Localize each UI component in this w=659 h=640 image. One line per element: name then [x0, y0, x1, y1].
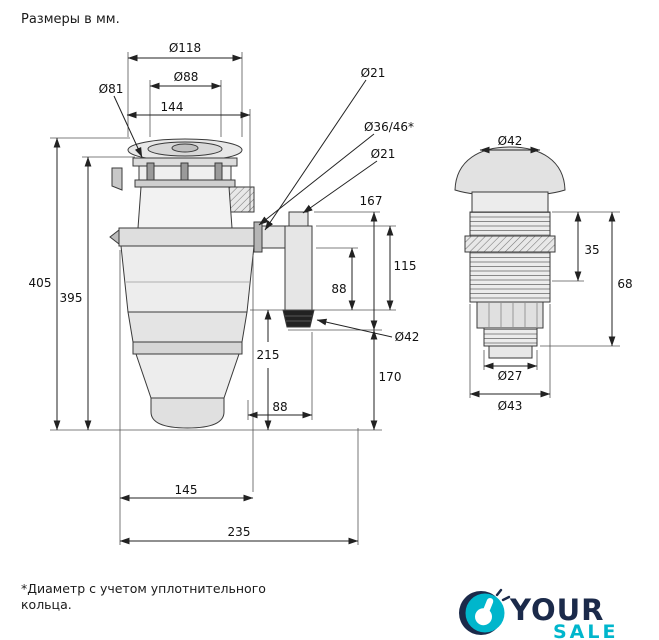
units-note: Размеры в мм. [21, 12, 120, 27]
elbow-downpipe [284, 225, 313, 311]
dimension-labels-main: Ø118 Ø88 Ø81 144 Ø21 Ø36/46* Ø21 167 115… [29, 41, 420, 539]
dim-label-fitting-height: 68 [617, 277, 632, 291]
mount-bolt [146, 162, 155, 183]
dim-label-cap-od: Ø42 [498, 134, 523, 148]
clamp-lug-left [109, 228, 120, 246]
dim-label-elbow-height: 115 [394, 259, 417, 273]
mount-bolt [214, 162, 223, 183]
mount-bracket [111, 167, 123, 191]
bottom-cap [150, 397, 225, 429]
extension-lines-main [50, 52, 396, 545]
dim-label-outlet-seal: Ø36/46* [364, 120, 414, 134]
dim-label-thread-exposed: 35 [584, 243, 599, 257]
fitting-nut [476, 301, 544, 329]
body-upper [120, 245, 255, 313]
fitting-stem [483, 327, 538, 347]
dim-label-inlet-bore: Ø21 [371, 147, 396, 161]
logo-word-your: YOUR [509, 593, 605, 627]
dim-label-flange-width: 144 [161, 100, 184, 114]
fitting-seal-band [464, 235, 556, 253]
body-band [132, 341, 243, 355]
brand-logo-svg: YOUR SALE [459, 588, 618, 640]
dim-label-body-width: 145 [175, 483, 198, 497]
fitting-thread [469, 211, 551, 303]
strainer-cap [171, 143, 199, 153]
dim-label-bottom-clearance: 215 [257, 348, 280, 362]
dim-label-body-height: 395 [60, 291, 83, 305]
dim-label-flange-od: Ø118 [169, 41, 201, 55]
fitting-dome-cap [454, 146, 566, 197]
dim-label-outlet-offset: 88 [272, 400, 287, 414]
footnote-line-2: кольца. [21, 597, 72, 613]
logo-word-sale: SALE [553, 621, 618, 640]
dim-label-hose-od: Ø42 [395, 330, 420, 344]
footnote-line-1: *Диаметр с учетом уплотнительного [21, 581, 266, 596]
dim-label-outlet-bore: Ø21 [361, 66, 386, 80]
footnote: *Диаметр с учетом уплотнительного кольца… [21, 581, 271, 614]
fitting-collar [471, 191, 549, 213]
mount-bolt [180, 162, 189, 183]
body-mid [127, 311, 248, 343]
dim-label-splash-guard: Ø81 [99, 82, 124, 96]
dimension-lines-main [53, 54, 394, 545]
dim-label-flange-id: Ø88 [174, 70, 199, 84]
outlet-gasket [253, 221, 263, 253]
body-lower [135, 353, 240, 399]
dim-label-thread-od: Ø43 [498, 399, 523, 413]
dimension-lines-fitting [469, 146, 616, 398]
hand-click-icon [459, 588, 511, 635]
clamp-band [118, 227, 257, 247]
dim-label-elbow-drop: 88 [331, 282, 346, 296]
drain-fitting-drawing [454, 146, 566, 359]
disposer-unit-drawing [109, 138, 315, 429]
dim-label-outlet-height: 167 [360, 194, 383, 208]
dim-label-total-height: 405 [29, 276, 52, 290]
mount-ring [134, 179, 236, 188]
hose-barb [282, 309, 315, 328]
fitting-stem-tip [488, 345, 533, 359]
dim-label-stem-od: Ø27 [498, 369, 523, 383]
upper-housing [137, 186, 233, 229]
dim-label-total-width: 235 [228, 525, 251, 539]
dim-label-hose-height: 170 [379, 370, 402, 384]
brand-logo: YOUR SALE [458, 586, 648, 640]
elbow-top-port [288, 211, 309, 227]
dimension-labels-fitting: Ø42 35 68 Ø27 Ø43 [498, 134, 633, 413]
